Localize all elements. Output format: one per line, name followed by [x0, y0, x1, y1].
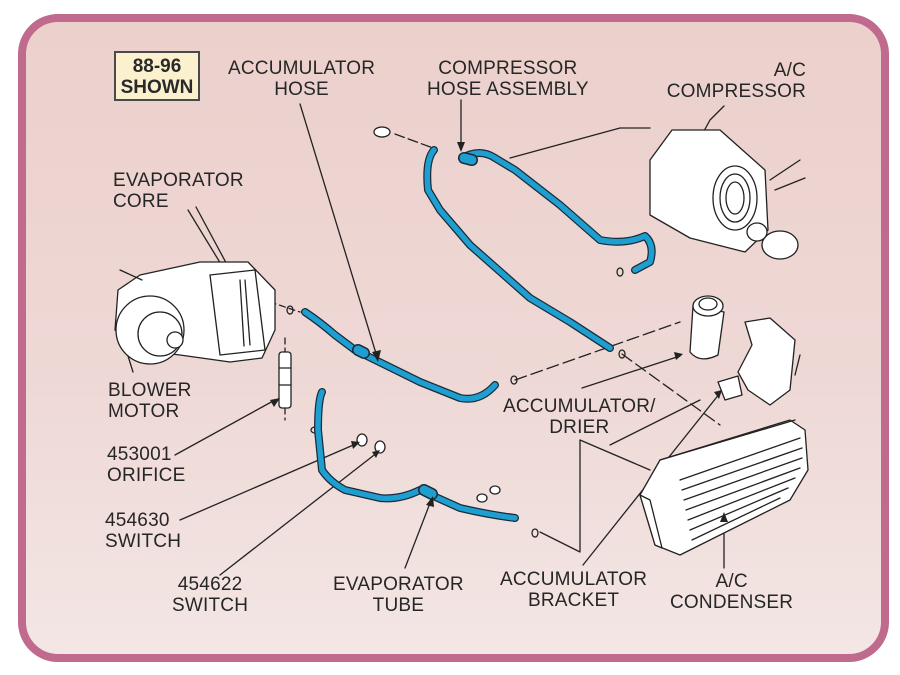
label-line: CORE	[113, 191, 169, 212]
label-line: DRIER	[549, 417, 610, 438]
label-line: 454630	[105, 510, 170, 531]
label-line: SWITCH	[172, 595, 249, 616]
label-switch-454622: 454622 SWITCH	[172, 574, 248, 616]
model-years-badge: 88-96 SHOWN	[114, 51, 200, 101]
label-line: 454622	[177, 574, 243, 595]
label-line: HOSE ASSEMBLY	[427, 79, 589, 100]
leader-accumulator-drier	[581, 355, 681, 389]
leader-lines	[127, 99, 725, 576]
label-line: COMPRESSOR	[666, 81, 806, 102]
label-switch-454630: 454630 SWITCH	[105, 510, 181, 552]
label-evaporator-tube: EVAPORATOR TUBE	[333, 574, 464, 616]
leader-orifice	[174, 399, 276, 456]
label-line: ACCUMULATOR	[228, 58, 376, 79]
label-line: COMPRESSOR	[438, 58, 578, 79]
leader-accumulator-hose	[299, 103, 379, 361]
hoses	[301, 146, 656, 522]
leader-switch-454622	[219, 451, 379, 576]
leader-drier-washer	[539, 439, 581, 553]
label-ac-compressor: A/C COMPRESSOR	[656, 60, 806, 102]
label-orifice-453001: 453001 ORIFICE	[107, 444, 185, 486]
orifice-part	[278, 351, 292, 409]
label-accumulator-bracket: ACCUMULATOR BRACKET	[500, 569, 647, 611]
leader-switch-454630	[179, 442, 359, 521]
label-accumulator-hose: ACCUMULATOR HOSE	[228, 58, 375, 100]
badge-shown: SHOWN	[120, 77, 194, 98]
switch-fittings	[356, 126, 501, 503]
label-line: EVAPORATOR	[113, 170, 244, 191]
label-line: CONDENSER	[670, 592, 794, 613]
arrowhead-accumulator-hose	[372, 350, 381, 362]
label-line: BRACKET	[528, 590, 620, 611]
arrowhead-drier	[674, 352, 683, 360]
label-line: A/C	[773, 60, 806, 81]
label-line: ACCUMULATOR	[500, 569, 648, 590]
label-ac-condenser: A/C CONDENSER	[670, 571, 793, 613]
leader-evap-tube	[404, 497, 433, 569]
label-line: A/C	[715, 571, 748, 592]
label-compressor-hose-assembly: COMPRESSOR HOSE ASSEMBLY	[427, 58, 589, 100]
label-line: ACCUMULATOR/	[503, 396, 656, 417]
arrowhead-orifice	[270, 398, 280, 407]
label-blower-motor: BLOWER MOTOR	[108, 380, 192, 422]
arrowhead-condenser	[720, 512, 728, 522]
label-line: EVAPORATOR	[333, 574, 464, 595]
ac-compressor-part	[649, 129, 806, 260]
label-line: TUBE	[372, 595, 425, 616]
label-line: BLOWER	[108, 380, 192, 401]
badge-years: 88-96	[132, 56, 182, 77]
label-line: SWITCH	[105, 531, 182, 552]
label-line: ORIFICE	[107, 465, 186, 486]
arrowhead-switch2	[372, 450, 380, 458]
accumulator-bracket-part	[717, 317, 801, 406]
arrowhead-compressor-hose	[457, 142, 465, 152]
arrowheads	[270, 142, 728, 522]
label-line: HOSE	[274, 79, 329, 100]
accumulator-drier-part	[689, 295, 725, 360]
label-evaporator-core: EVAPORATOR CORE	[113, 170, 244, 212]
arrowhead-evap-tube	[426, 496, 434, 507]
label-line: MOTOR	[108, 401, 180, 422]
arrowhead-bracket	[714, 390, 722, 399]
leader-blower	[127, 355, 134, 373]
ac-condenser-part	[639, 419, 809, 556]
arrowhead-switch1	[351, 441, 360, 449]
evaporator-housing	[114, 261, 276, 365]
label-accumulator-drier: ACCUMULATOR/ DRIER	[503, 396, 656, 438]
label-line: 453001	[107, 444, 172, 465]
